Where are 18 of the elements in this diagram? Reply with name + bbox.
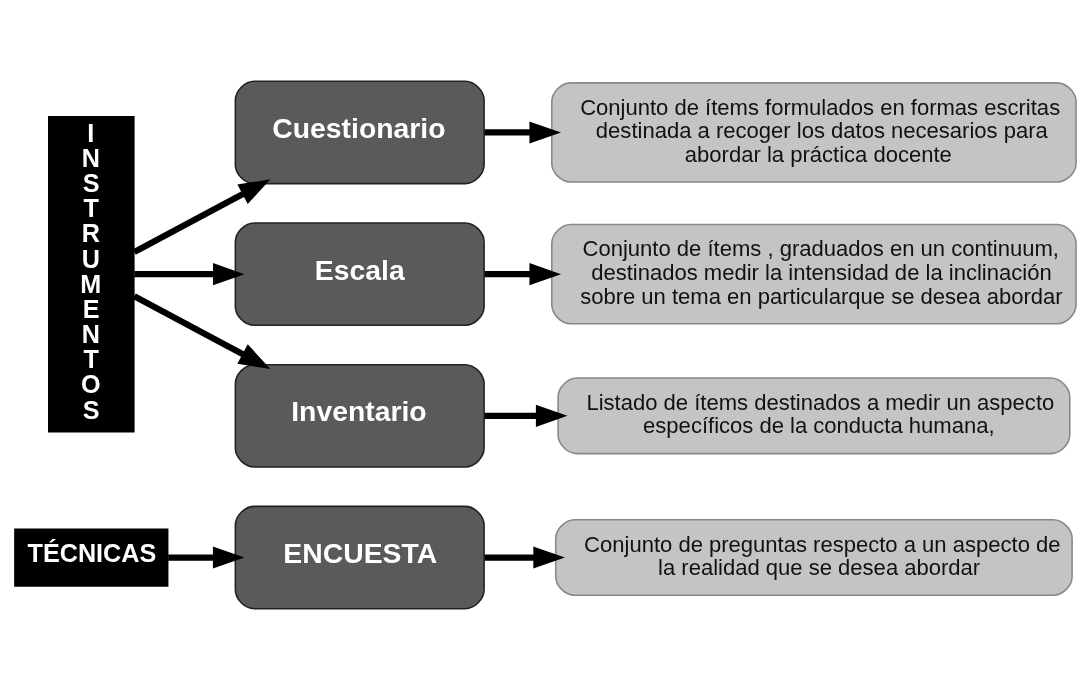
node-box: Escala (234, 221, 485, 326)
node-box: Inventario (234, 363, 485, 468)
node-box: Conjunto de ítems , graduados en un continuum, destinados medir la intensidad de la inclinación sobre un tema en particularque se desea abordar (551, 223, 1077, 325)
node-box: Listado de ítems destinados a medir un aspecto específicos de la conducta humana, (557, 376, 1071, 454)
arrow (132, 178, 271, 255)
node-box: Conjunto de preguntas respecto a un aspecto de la realidad que se desea abordar (554, 518, 1073, 596)
node-box: ENCUESTA (234, 505, 485, 609)
arrow (134, 262, 245, 285)
node-box: Conjunto de ítems formulados en formas escritas destinada a recoger los datos necesarios para abordar la práctica docente (551, 81, 1077, 183)
arrow (484, 262, 561, 285)
arrow (484, 545, 565, 569)
arrow (484, 404, 568, 427)
arrow (484, 120, 561, 144)
node-box: INSTRUMENTOS (48, 115, 135, 432)
node-box: TÉCNICAS (14, 527, 169, 587)
node-box: Cuestionario (234, 80, 485, 184)
arrow (132, 293, 271, 369)
arrow (168, 545, 245, 569)
